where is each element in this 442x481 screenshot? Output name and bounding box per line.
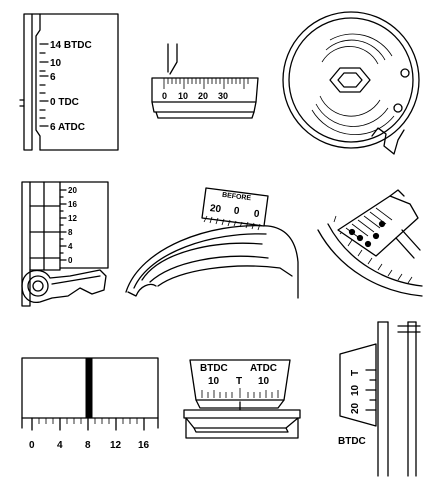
scale-mark-30: 30 — [218, 91, 228, 101]
panel-4-vertical-scale-clamp: 20 16 12 8 4 0 — [21, 181, 109, 307]
scale-mark-20: 20 — [198, 91, 208, 101]
before-mark-0-b: 0 — [253, 209, 260, 221]
mark-0-tdc: 0 TDC — [50, 97, 79, 108]
panel-6-gear-pointer — [317, 189, 423, 297]
baseline-scale-ticks — [31, 417, 145, 431]
panel-9-shaft-tapered-scale: 20 10 T BTDC — [338, 321, 421, 477]
vscale-mark-0: 0 — [68, 256, 73, 265]
vscale-mark-4: 4 — [68, 242, 73, 251]
vscale-mark-8: 8 — [68, 228, 73, 237]
panel-3-flywheel-hex-bolt — [282, 11, 420, 155]
before-mark-20: 20 — [209, 203, 222, 215]
plate-left-10: 10 — [208, 376, 220, 387]
plate-atdc-label: ATDC — [250, 363, 277, 374]
panel-7-split-box-scale: 0 4 8 12 16 — [21, 357, 159, 451]
vscale-mark-20: 20 — [68, 186, 77, 195]
panel-2-horizontal-scale: 0 10 20 30 — [151, 43, 259, 119]
plate-t-mark: T — [236, 376, 242, 387]
vertical-scale-ticks — [59, 189, 67, 261]
mark-6: 6 — [50, 72, 56, 83]
mark-14-btdc: 14 BTDC — [50, 40, 92, 51]
panel-8-btdc-atdc-plate: BTDC ATDC 10 10 T — [183, 359, 301, 439]
plate-right-10: 10 — [258, 376, 270, 387]
vscale-mark-16: 16 — [68, 200, 77, 209]
panel-1-vertical-timing-scale: 14 BTDC 10 6 0 TDC 6 ATDC — [19, 13, 119, 151]
baseline-mark-0: 0 — [29, 440, 35, 451]
shaft-btdc-caption: BTDC — [338, 436, 366, 447]
hex-bolt-icon — [329, 67, 371, 93]
baseline-mark-8: 8 — [85, 440, 91, 451]
panel-5-pulley-before-scale: BEFORE 20 0 0 — [125, 187, 299, 299]
scale-mark-10: 10 — [178, 91, 188, 101]
baseline-mark-4: 4 — [57, 440, 63, 451]
mark-10: 10 — [50, 58, 62, 69]
shaft-mark-t: T — [350, 370, 361, 376]
before-label: BEFORE — [222, 192, 252, 203]
vscale-mark-12: 12 — [68, 214, 77, 223]
shaft-mark-20: 20 — [350, 402, 361, 414]
baseline-mark-16: 16 — [138, 440, 150, 451]
timing-scale-ticks — [39, 43, 49, 127]
mark-6-atdc: 6 ATDC — [50, 122, 85, 133]
shaft-mark-10: 10 — [350, 384, 361, 396]
before-mark-0-a: 0 — [233, 206, 240, 218]
baseline-mark-12: 12 — [110, 440, 122, 451]
plate-btdc-label: BTDC — [200, 363, 228, 374]
scale-ticks — [163, 78, 249, 89]
scale-mark-0: 0 — [162, 91, 167, 101]
